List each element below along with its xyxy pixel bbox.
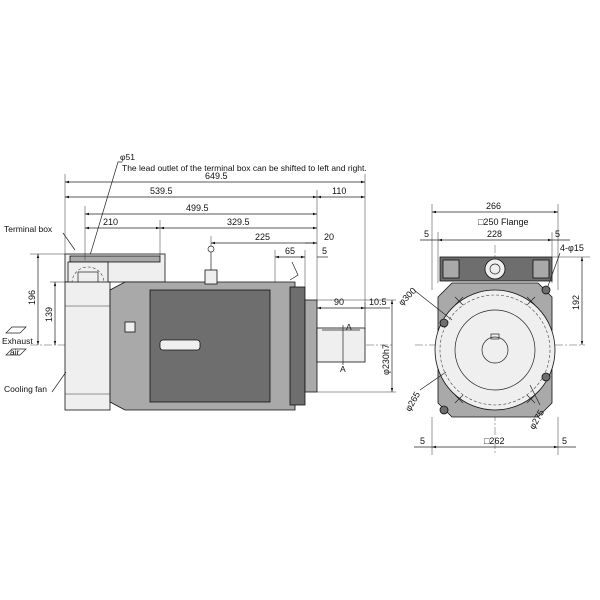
nameplate-bar <box>159 339 201 351</box>
fan-mark-tr <box>526 296 536 306</box>
dim-key-len-text: 90 <box>334 297 344 307</box>
frame-bolt <box>124 321 136 333</box>
dim-shaft-ext-text: 110 <box>332 186 346 196</box>
bolt-hole-bl <box>439 405 449 415</box>
front-eyebolt <box>484 258 506 280</box>
dim-front-height-top-text: 192 <box>571 295 581 310</box>
dim-front-width-text: 266 <box>486 201 501 211</box>
front-view: 266 □250 Flange 228 5 5 4-φ15 192 φ300 φ… <box>396 201 590 455</box>
section-a-top: A <box>346 322 352 332</box>
dim-flange-pos-text: 499.5 <box>186 203 209 213</box>
flange <box>289 286 306 406</box>
fan-mark-br <box>526 394 536 404</box>
dim-pcd-square-text: 228 <box>487 229 502 239</box>
inner-dia-leader <box>529 384 541 406</box>
section-a-bottom: A <box>340 364 346 374</box>
bolt-holes-leader <box>547 252 561 287</box>
dim-pcd-text: φ265 <box>403 390 422 413</box>
fan-mark-bl <box>454 394 464 404</box>
exhaust-arrow-1 <box>5 326 27 334</box>
shaft <box>316 327 366 363</box>
exhaust-arrow-2 <box>5 348 27 356</box>
dim-flange-dia-text: φ300 <box>396 286 418 308</box>
dim-spigot-dia-text: φ230h7 <box>381 344 391 375</box>
front-spigot-circle <box>454 309 536 391</box>
dim-bottom-left-text: 5 <box>420 436 425 446</box>
dim-overall-text: 649.5 <box>205 171 228 181</box>
dim-height-total-text: 196 <box>27 290 37 305</box>
exhaust-label: Exhaust <box>2 336 33 346</box>
dim-flange-label-text: □250 Flange <box>478 217 528 227</box>
front-key <box>490 333 500 340</box>
bolt-hole-tl <box>439 318 449 328</box>
dim-bottom-square-text: □262 <box>484 436 504 446</box>
air-label: air <box>10 347 20 357</box>
dim-height-center-text: 139 <box>44 307 54 322</box>
dim-spigot-text: 5 <box>322 246 327 256</box>
dim-terminal-offset-text: 210 <box>103 217 118 227</box>
front-terminal-right <box>532 259 550 279</box>
fan-housing <box>64 281 111 411</box>
front-terminal-left <box>442 259 460 279</box>
lead-outlet-note: The lead outlet of the terminal box can … <box>122 163 367 173</box>
pcd-leader <box>419 371 447 391</box>
dim-bolt-holes-text: 4-φ15 <box>560 243 584 253</box>
dim-flange-thk-text: 20 <box>324 232 334 242</box>
terminal-box-lid <box>69 255 161 263</box>
front-pcd-circle <box>439 294 551 406</box>
dim-body-text: 539.5 <box>150 186 173 196</box>
eyebolt-base <box>204 269 218 285</box>
note-leader-line <box>87 161 122 263</box>
dim-bottom-right-text: 5 <box>562 436 567 446</box>
cooling-fan-leader <box>51 371 67 393</box>
flange-dia-leader <box>413 289 453 321</box>
terminal-diameter-note: φ51 <box>120 152 135 162</box>
front-shaft-circle <box>481 336 509 364</box>
dim-margin-left-text: 5 <box>424 229 429 239</box>
terminal-box-label: Terminal box <box>4 224 53 234</box>
bolt-hole-br <box>541 372 551 382</box>
eyebolt-ring <box>207 245 215 253</box>
dim-terminal-flange-text: 329.5 <box>227 217 250 227</box>
side-view: A A Exhaust air Terminal box Cooling fan… <box>2 171 396 411</box>
dim-margin-right-text: 5 <box>555 229 560 239</box>
dim-eyebolt-text: 225 <box>255 232 270 242</box>
cooling-fan-label: Cooling fan <box>4 384 47 394</box>
fan-mark-tl <box>454 296 464 306</box>
spigot <box>304 299 318 393</box>
bolt-hole-tr <box>541 285 551 295</box>
front-flange-circle <box>434 289 556 411</box>
break-mark <box>289 261 299 281</box>
dim-key-off-text: 10.5 <box>369 297 387 307</box>
dim-shaft-key-text: 65 <box>285 246 295 256</box>
